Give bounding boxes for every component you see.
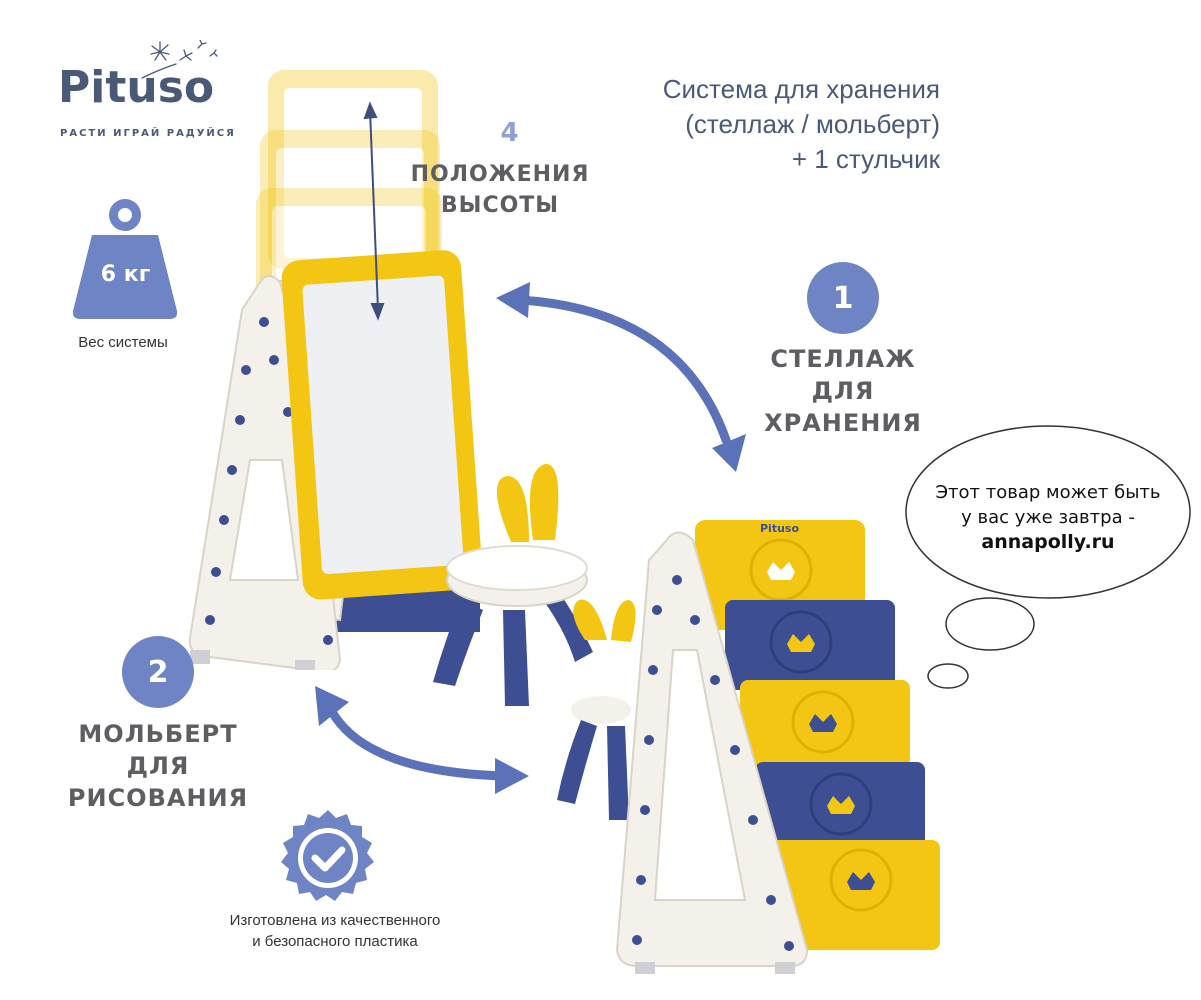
bubble-message: Этот товар может быть у вас уже завтра -… bbox=[908, 480, 1188, 555]
mode-storage-number: 1 bbox=[807, 262, 879, 334]
height-positions-number: 4 bbox=[500, 118, 520, 148]
brand-tagline: РАСТИ ИГРАЙ РАДУЙСЯ bbox=[60, 128, 236, 139]
weight-icon bbox=[72, 199, 178, 319]
mode-easel-line-3: РИСОВАНИЯ bbox=[67, 784, 249, 812]
mode-storage-line-2: ДЛЯ bbox=[811, 377, 875, 405]
easel-product-image bbox=[188, 70, 483, 670]
quality-check-badge-icon bbox=[281, 810, 374, 901]
bubble-store-link[interactable]: annapolly.ru bbox=[981, 531, 1115, 553]
product-headline: Система для хранения (стеллаж / мольберт… bbox=[560, 72, 940, 177]
height-positions-line-1: ПОЛОЖЕНИЯ bbox=[410, 162, 590, 187]
mode-storage-line-3: ХРАНЕНИЯ bbox=[764, 409, 922, 437]
quality-caption-line-2: и безопасного пластика bbox=[252, 933, 418, 950]
chair-product-image bbox=[433, 463, 593, 706]
bubble-line-2: у вас уже завтра - bbox=[961, 507, 1135, 528]
mode-easel-number: 2 bbox=[122, 636, 194, 708]
shelf-product-image bbox=[557, 520, 940, 974]
headline-line-1: Система для хранения bbox=[662, 74, 940, 104]
dandelion-icon bbox=[141, 40, 218, 79]
shelf-board-logo: Pituso bbox=[760, 522, 800, 535]
weight-caption: Вес системы bbox=[78, 334, 168, 351]
bubble-line-1: Этот товар может быть bbox=[935, 482, 1161, 503]
transform-arrow-lower bbox=[315, 686, 529, 794]
height-positions-line-2: ВЫСОТЫ bbox=[440, 193, 560, 218]
quality-caption-line-1: Изготовлена из качественного bbox=[229, 912, 441, 929]
headline-line-3: + 1 стульчик bbox=[791, 144, 940, 174]
thought-bubble bbox=[905, 425, 1191, 689]
mode-storage-line-1: СТЕЛЛАЖ bbox=[770, 345, 916, 373]
transform-arrow-upper bbox=[496, 282, 746, 472]
headline-line-2: (стеллаж / мольберт) bbox=[685, 109, 940, 139]
mode-easel-line-2: ДЛЯ bbox=[126, 752, 190, 780]
weight-value: 6 кг bbox=[100, 262, 151, 287]
brand-logo: Pituso bbox=[58, 62, 215, 113]
quality-caption: Изготовлена из качественного и безопасно… bbox=[190, 910, 480, 952]
mode-easel-line-1: МОЛЬБЕРТ bbox=[78, 720, 238, 748]
